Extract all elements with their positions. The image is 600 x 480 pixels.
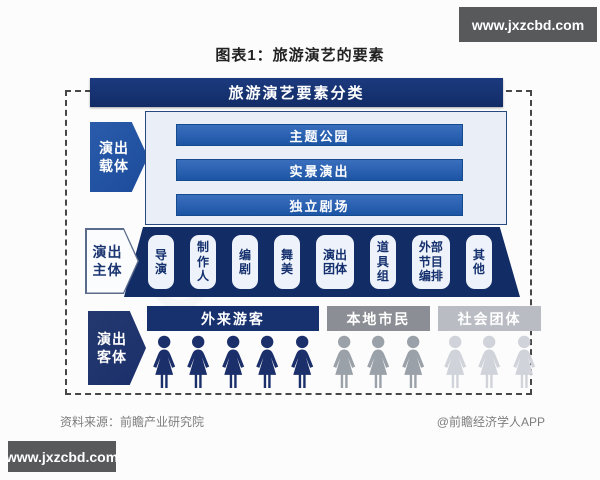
carrier-live-performance: 实景演出 <box>176 159 463 181</box>
person-icon <box>401 335 424 388</box>
subject-performance-troupe: 演出 团体 <box>315 235 354 289</box>
subject-producer: 制 作 人 <box>189 235 216 289</box>
person-icon <box>153 335 176 388</box>
carrier-theme-park: 主题公园 <box>176 124 463 146</box>
audience-bar-locals: 本地市民 <box>326 306 430 331</box>
audience-group-social: 社会团体 <box>438 306 542 390</box>
source-note: 资料来源：前瞻产业研究院 <box>60 415 205 429</box>
audience-people-tourists <box>147 335 319 390</box>
page-title: 图表1：旅游演艺的要素 <box>215 47 385 64</box>
person-icon <box>367 335 390 388</box>
credit-note: @前瞻经济学人APP <box>436 415 545 429</box>
watermark-site-top-text: www.jxzcbd.com <box>471 16 585 33</box>
audience-groups: 外来游客 本地市民 社会团体 <box>147 306 542 390</box>
person-icon <box>512 335 535 388</box>
subject-external-programming: 外部 节目 编排 <box>411 235 450 289</box>
diagram-header: 旅游演艺要素分类 <box>90 78 503 107</box>
subject-director: 导 演 <box>148 235 175 289</box>
person-icon <box>333 335 356 388</box>
person-icon <box>478 335 501 388</box>
person-icon <box>187 335 210 388</box>
audience-bar-tourists: 外来游客 <box>147 306 319 331</box>
watermark-site-bottom-text: www.jxzcbd.com <box>5 448 119 465</box>
subject-props-team: 道 具 组 <box>369 235 396 289</box>
subjects-row: 导 演 制 作 人 编 剧 舞 美 演出 团体 道 具 组 外部 节目 编排 其… <box>148 234 492 290</box>
subject-stage-design: 舞 美 <box>273 235 300 289</box>
label-performance-subject-text: 演出 主体 <box>86 229 138 293</box>
audience-people-locals <box>327 335 430 390</box>
audience-group-tourists: 外来游客 <box>147 306 319 390</box>
person-icon <box>221 335 244 388</box>
person-icon <box>444 335 467 388</box>
subject-other: 其 他 <box>465 235 492 289</box>
watermark-site-bottom: www.jxzcbd.com <box>5 441 119 472</box>
audience-bar-social: 社会团体 <box>438 306 542 331</box>
person-icon <box>256 335 279 388</box>
person-icon <box>290 335 313 388</box>
audience-group-locals: 本地市民 <box>326 306 430 390</box>
watermark-site-top: www.jxzcbd.com <box>459 7 597 42</box>
carrier-independent-theater: 独立剧场 <box>176 194 463 216</box>
audience-people-social <box>438 335 541 390</box>
carriers-panel: 主题公园 实景演出 独立剧场 <box>145 111 507 225</box>
subject-screenwriter: 编 剧 <box>231 235 258 289</box>
